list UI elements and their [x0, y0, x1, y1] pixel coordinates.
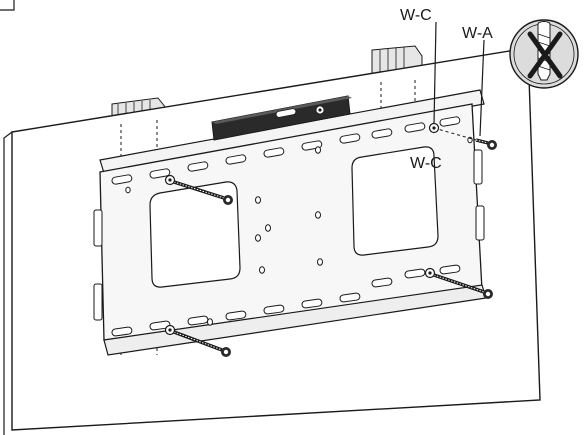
lag-screw-bottom-left: [164, 324, 231, 357]
wall-mount-plate: [93, 89, 487, 356]
callout-wood-screw: W-A: [462, 25, 493, 42]
bottom-slot-row: [111, 264, 461, 337]
top-slot-row: [111, 116, 461, 185]
lag-screw-bottom-right: [424, 267, 493, 299]
callout-leaders: [433, 21, 485, 137]
lag-screw-top-left: [164, 174, 233, 205]
callout-washer-bottom: W-C: [410, 155, 442, 172]
mounting-holes: [125, 136, 473, 326]
callout-washer-top: W-C: [400, 7, 432, 24]
lag-screw-top-right: [428, 122, 497, 150]
previous-step-panel: [0, 0, 15, 11]
prohibited-wall-anchor-icon: [509, 19, 579, 89]
bubble-level-icon: [211, 95, 352, 141]
lag-screws: [164, 122, 497, 357]
